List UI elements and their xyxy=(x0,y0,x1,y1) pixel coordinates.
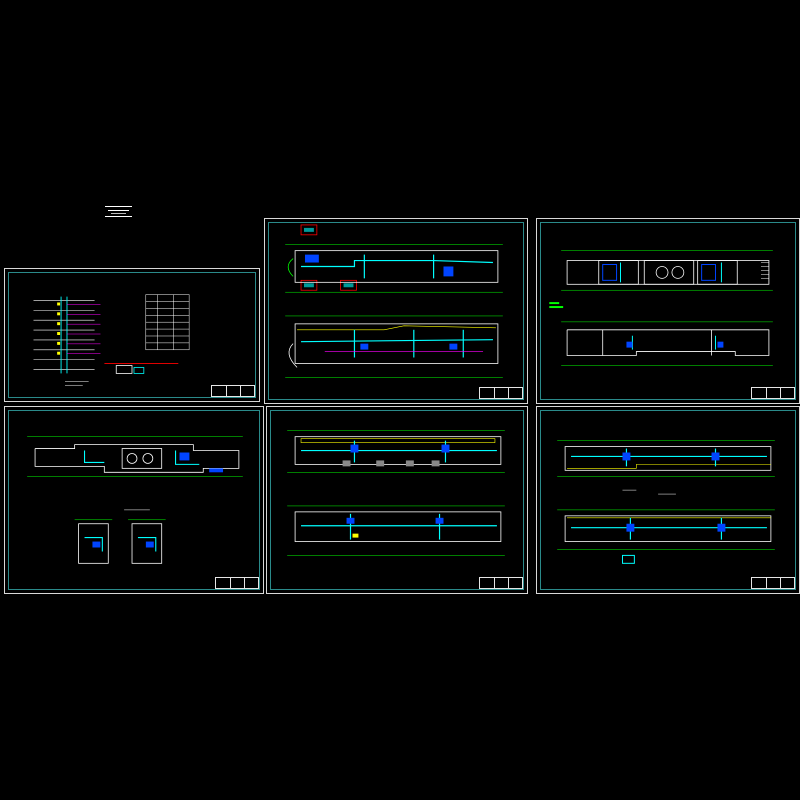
riser-pipes xyxy=(60,296,68,374)
title-block xyxy=(479,577,523,589)
upper-plan-yellow-outline xyxy=(567,464,771,469)
detail-plans xyxy=(78,523,163,564)
lower-plan-equipment xyxy=(360,343,458,350)
lower-plan-yellow-outline xyxy=(297,325,496,331)
upper-plan-ducts xyxy=(301,440,497,463)
title-block xyxy=(751,577,795,589)
machine-room-tanks xyxy=(655,266,685,279)
upper-plan-walls xyxy=(564,446,772,471)
sheet-3-floor-plans[interactable] xyxy=(536,218,800,404)
plan-tanks xyxy=(126,453,154,464)
upper-plan-equipment xyxy=(350,444,450,453)
system-riser-diagram xyxy=(33,294,190,386)
lower-plan-walls xyxy=(566,329,770,356)
upper-plan-ducts xyxy=(301,254,493,279)
floor-plans-typical xyxy=(287,430,505,556)
floor-plans-machine-room xyxy=(549,250,773,366)
legend-block xyxy=(65,381,89,386)
title-block xyxy=(215,577,259,589)
detail-equipment xyxy=(92,541,154,548)
lower-plan-dimension-lines xyxy=(285,315,503,378)
sheet-frame xyxy=(8,272,256,398)
upper-plan-label xyxy=(622,489,676,495)
plan-equipment xyxy=(179,452,224,473)
lower-plan-curve xyxy=(288,343,298,368)
sheet-frame xyxy=(540,410,796,590)
lower-plan-equipment xyxy=(626,523,726,532)
lower-plan-walls xyxy=(564,515,772,542)
lower-plan-yellow xyxy=(352,533,359,538)
legend-green xyxy=(549,302,564,309)
lower-plan-walls xyxy=(294,511,502,542)
upper-plan-ducts xyxy=(571,448,767,467)
lower-plan-walls xyxy=(294,323,499,364)
lower-plan-equipment xyxy=(346,517,444,524)
upper-plan-walls xyxy=(294,250,499,283)
riser-base xyxy=(104,363,179,374)
upper-plan-dimension-lines xyxy=(287,430,505,473)
upper-plan-equipment xyxy=(602,264,716,281)
riser-branches xyxy=(66,304,101,354)
lower-plan-dimension-lines xyxy=(557,509,775,550)
lower-plan-ducts xyxy=(301,329,493,358)
title-block xyxy=(211,385,255,397)
drawing-set-title-mark xyxy=(105,206,132,217)
upper-plan-walls xyxy=(566,260,770,285)
sheet-frame xyxy=(540,222,796,400)
lower-plan-dimension-lines xyxy=(561,321,773,366)
detail-box-fill xyxy=(304,227,354,288)
riser-equipment xyxy=(57,302,61,355)
title-block xyxy=(479,387,523,399)
sheet-1-system-diagram[interactable] xyxy=(4,268,260,402)
upper-plan-dimension-lines xyxy=(561,250,773,291)
lower-plan-detail xyxy=(621,554,635,564)
upper-plan-dimension-lines xyxy=(285,244,503,293)
upper-plan-equipment xyxy=(304,254,454,277)
lower-plan-ducts xyxy=(631,335,716,350)
sheet-frame xyxy=(8,410,260,590)
sheet-frame xyxy=(268,222,524,400)
sheet-2-floor-plans[interactable] xyxy=(264,218,528,404)
sheet-frame xyxy=(270,410,524,590)
sheet-5-floor-plans[interactable] xyxy=(266,406,528,594)
detail-ducts xyxy=(84,537,157,552)
floor-plans-upper-lower xyxy=(285,224,503,378)
upper-plan-equipment xyxy=(622,452,720,461)
lower-plan-ducts xyxy=(301,513,497,540)
floor-plans-upper xyxy=(557,440,775,564)
equipment-table xyxy=(145,294,190,351)
upper-plan-dimension-lines xyxy=(557,440,775,477)
detail-boxes xyxy=(300,224,357,291)
title-block xyxy=(751,387,795,399)
upper-plan-grey-blocks xyxy=(342,460,440,467)
sheet-4-floor-plan-details[interactable] xyxy=(4,406,264,594)
riser-levels xyxy=(33,300,95,370)
upper-plan-stair xyxy=(760,262,769,279)
lower-plan-dimension-lines xyxy=(287,505,505,556)
upper-plan-ducts xyxy=(620,262,722,283)
upper-plan-curve xyxy=(287,258,294,277)
plan-walls xyxy=(34,444,240,473)
lower-plan-ducts xyxy=(571,517,767,540)
upper-plan-yellow-outline xyxy=(300,438,496,443)
plan-ducts xyxy=(83,450,200,465)
lower-plan-equipment xyxy=(626,341,724,348)
floor-plan-with-details xyxy=(27,436,243,564)
plan-dimension-lines xyxy=(27,436,243,477)
sheet-6-floor-plans[interactable] xyxy=(536,406,800,594)
upper-plan-walls xyxy=(294,436,502,465)
